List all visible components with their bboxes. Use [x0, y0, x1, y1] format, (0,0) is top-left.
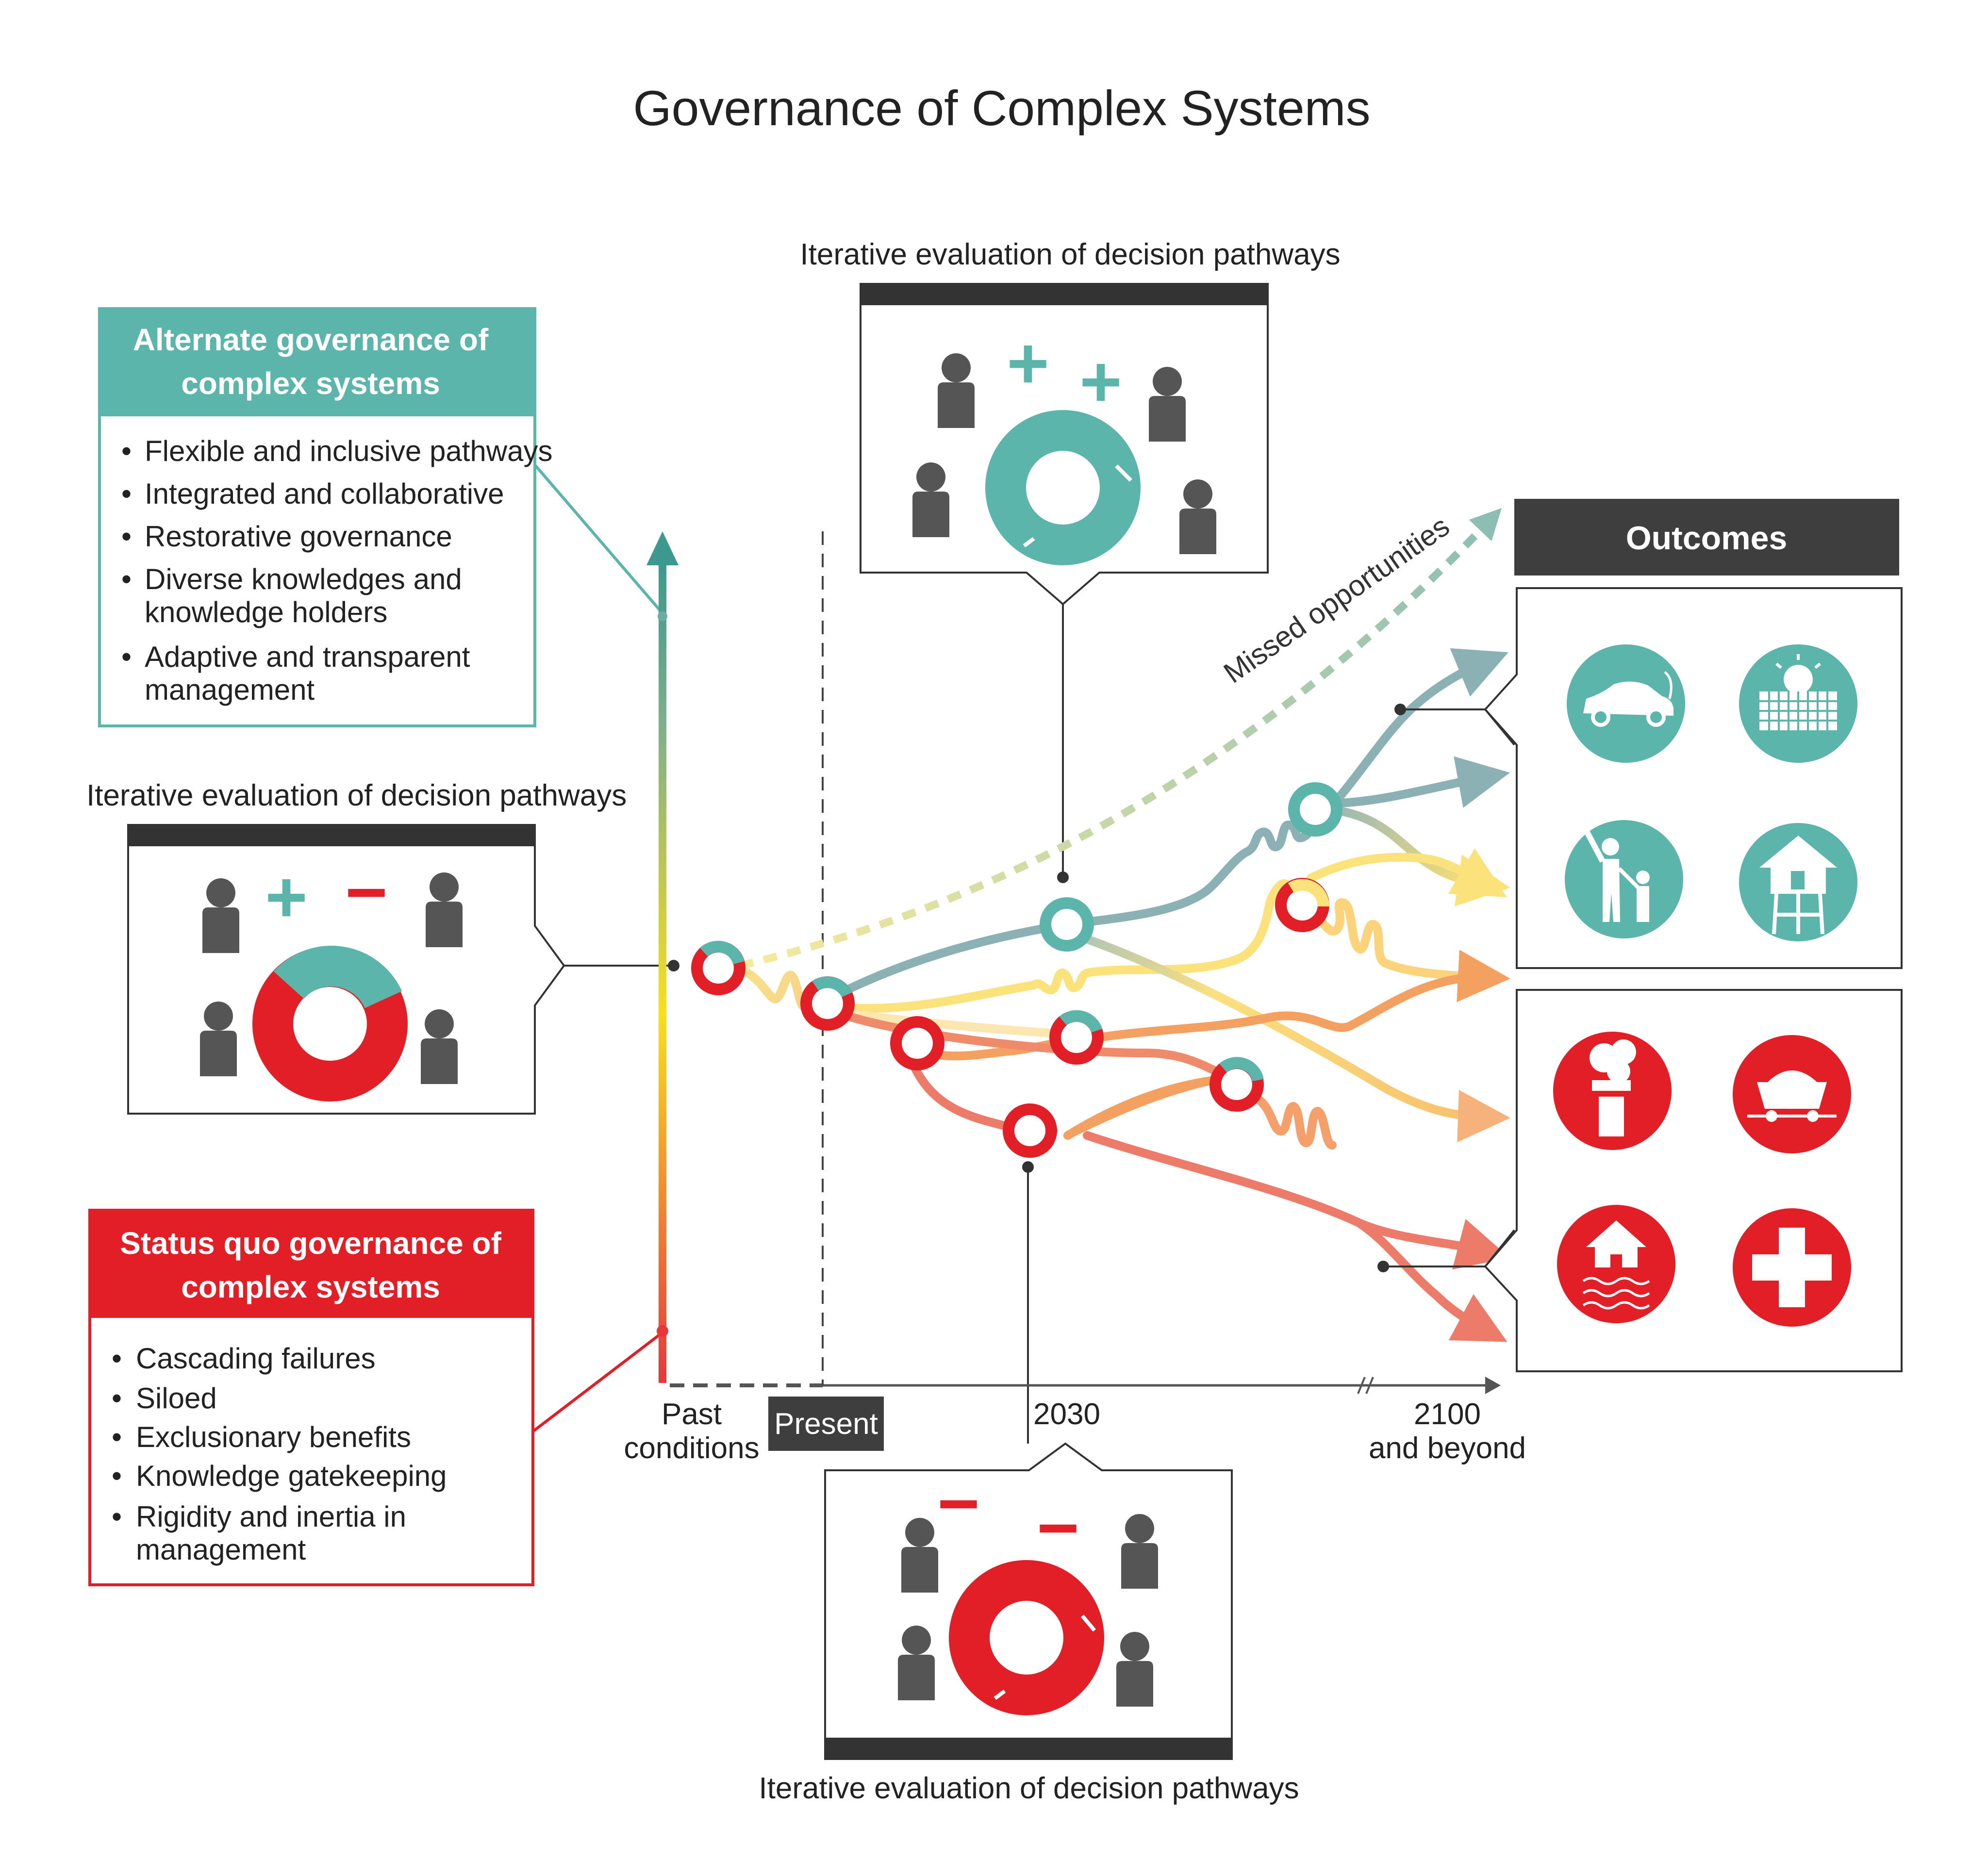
missed-opportunities-path: [739, 508, 1502, 970]
negative-outcomes-panel: [1484, 989, 1903, 1372]
alternate-heading-line-2: complex systems: [181, 366, 440, 401]
minus-sign: −: [345, 851, 388, 933]
bullet-dot: •: [112, 1500, 122, 1533]
decision-node: [890, 1016, 944, 1070]
decision-node: [691, 940, 746, 995]
minus-sign: −: [1037, 1487, 1079, 1568]
electric-car-icon: [1567, 644, 1685, 763]
status-quo-item-2: Siloed: [136, 1382, 217, 1414]
status-quo-connector-line: [532, 1331, 663, 1433]
smokestack-icon: [1553, 1032, 1672, 1150]
decision-node: [1209, 1057, 1264, 1112]
alternate-item-1: Flexible and inclusive pathways: [145, 435, 552, 467]
evaluation-cycle-icon: [252, 946, 408, 1102]
flooded-house-icon: [1557, 1205, 1675, 1323]
alternate-item-3: Restorative governance: [145, 520, 452, 553]
page-title: Governance of Complex Systems: [633, 81, 1370, 136]
decision-nodes: [691, 782, 1342, 1158]
pathway-segment: [1306, 898, 1510, 1003]
year-2100-label-line-2: and beyond: [1369, 1431, 1526, 1465]
axis-arrowhead: [646, 531, 679, 565]
evaluation-cycle-icon: [985, 410, 1141, 565]
bottom-evaluation-panel: − −: [824, 1442, 1233, 1760]
pathway-segment: [1250, 1092, 1337, 1150]
top-evaluation-panel: + +: [860, 283, 1269, 606]
bottom-evaluation-caption: Iterative evaluation of decision pathway…: [759, 1772, 1299, 1805]
pathway-segment: [1335, 756, 1510, 808]
connector-dot: [1057, 871, 1069, 883]
bullet-dot: •: [121, 641, 132, 673]
pathway-segment: [1306, 848, 1507, 898]
alternate-governance-box: Alternate governance of complex systems …: [98, 307, 552, 727]
left-evaluation-panel: + −: [127, 824, 565, 1115]
pathway-segment: [823, 811, 1317, 1004]
bullet-dot: •: [112, 1421, 122, 1453]
plus-sign: +: [1007, 322, 1049, 404]
status-quo-item-5-line-1: Rigidity and inertia in: [136, 1500, 406, 1533]
pathway-segment: [1076, 932, 1510, 1143]
year-2030-label: 2030: [1033, 1398, 1100, 1431]
status-quo-item-3: Exclusionary benefits: [136, 1421, 411, 1453]
top-evaluation-caption: Iterative evaluation of decision pathway…: [800, 238, 1340, 271]
status-quo-item-4: Knowledge gatekeeping: [136, 1460, 447, 1492]
pathway-segment: [1355, 1218, 1508, 1342]
decision-node: [1288, 782, 1342, 837]
evaluation-cycle-icon: [949, 1560, 1104, 1715]
minus-sign: −: [937, 1463, 980, 1544]
left-evaluation-caption: Iterative evaluation of decision pathway…: [86, 779, 627, 812]
outcomes-heading: Outcomes: [1626, 520, 1788, 557]
status-quo-governance-box: Status quo governance of complex systems…: [88, 1209, 534, 1586]
pathway-segment: [1088, 972, 1489, 1043]
family-icon: [1565, 820, 1683, 938]
alternate-item-2: Integrated and collaborative: [145, 477, 504, 510]
bullet-dot: •: [112, 1342, 122, 1375]
alternate-item-4-line-2: knowledge holders: [145, 596, 387, 628]
pathway-segment: [1083, 1131, 1510, 1270]
connector-dot: [1022, 1161, 1034, 1173]
pathway-segment: [1325, 648, 1508, 812]
status-quo-heading-line-1: Status quo governance of: [120, 1226, 502, 1261]
medical-cross-icon: [1733, 1208, 1851, 1327]
pathway-segment: [830, 1007, 1060, 1038]
present-label: Present: [774, 1407, 878, 1441]
elevated-house-icon: [1739, 823, 1857, 941]
bullet-dot: •: [121, 477, 132, 510]
past-label-line-2: conditions: [624, 1431, 759, 1465]
past-label-line-1: Past: [662, 1398, 722, 1431]
alternate-heading-line-1: Alternate governance of: [133, 322, 489, 357]
positive-outcomes-panel: [1484, 587, 1903, 969]
plus-sign: +: [265, 856, 308, 937]
year-2100-label-line-1: 2100: [1414, 1398, 1481, 1431]
status-quo-heading-line-2: complex systems: [181, 1269, 440, 1304]
bullet-dot: •: [121, 563, 132, 595]
timeline-axis: [670, 531, 1501, 1394]
bullet-dot: •: [121, 520, 132, 553]
alternate-item-5-line-2: management: [145, 674, 315, 706]
decision-node: [800, 976, 855, 1031]
status-quo-item-1: Cascading failures: [136, 1342, 376, 1375]
decision-node: [1275, 878, 1330, 932]
pathway-segment: [826, 879, 1295, 1013]
present-badge: [768, 1397, 884, 1451]
decision-node: [1049, 1010, 1104, 1065]
alternate-connector-line: [533, 464, 667, 618]
alternate-item-4-line-1: Diverse knowledges and: [145, 563, 462, 595]
bullet-dot: •: [112, 1460, 122, 1492]
coal-cart-icon: [1733, 1035, 1851, 1153]
plus-sign: +: [1079, 341, 1122, 422]
status-quo-item-5-line-2: management: [136, 1533, 306, 1566]
decision-node: [1003, 1103, 1057, 1158]
decision-node: [1040, 897, 1094, 952]
alternate-item-5-line-1: Adaptive and transparent: [145, 641, 470, 673]
solar-panel-icon: [1739, 644, 1857, 763]
governance-axis: [646, 531, 679, 1383]
bullet-dot: •: [112, 1382, 122, 1414]
outcomes-header: [1514, 499, 1899, 575]
bullet-dot: •: [121, 435, 132, 467]
